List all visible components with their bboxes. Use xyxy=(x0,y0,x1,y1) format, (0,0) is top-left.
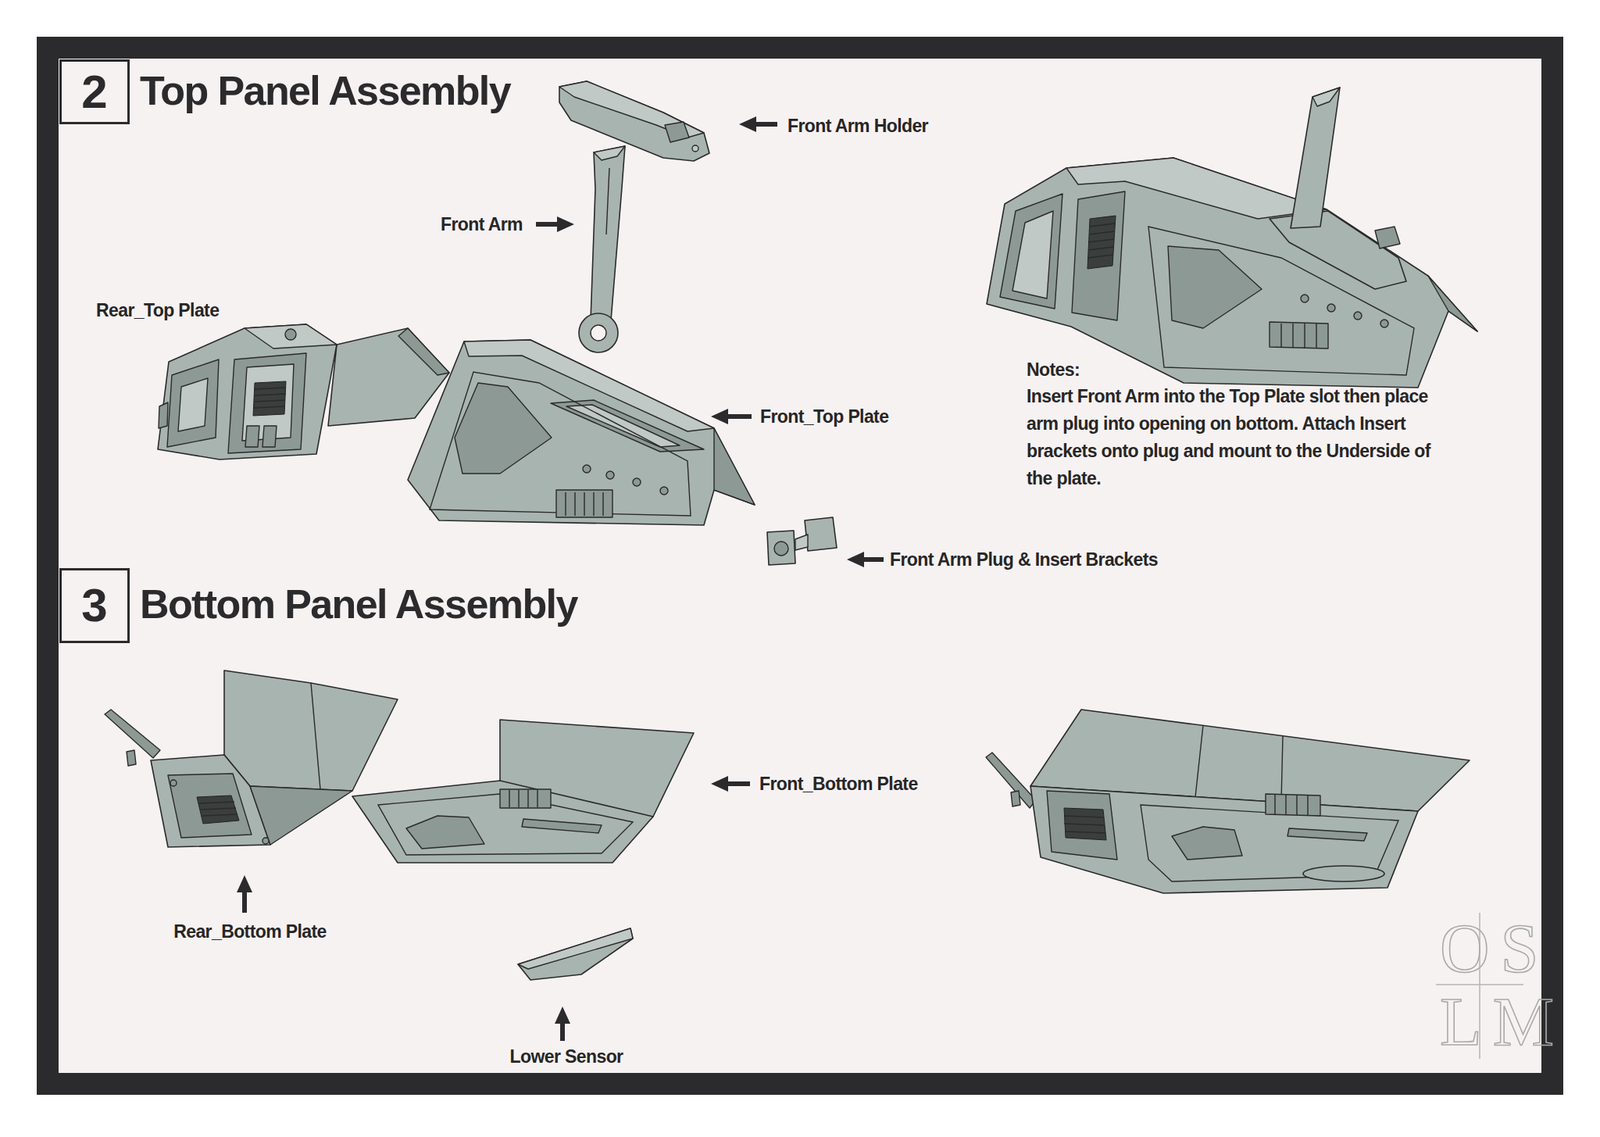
watermark: LM xyxy=(1439,987,1565,1057)
notes-heading: Notes: xyxy=(1026,356,1080,384)
rear-bottom-plate xyxy=(104,670,398,847)
rear-top-plate xyxy=(157,324,450,460)
part-label: Rear_Top Plate xyxy=(96,296,219,325)
part-label: Front Arm xyxy=(440,210,523,239)
assembled-top-panel xyxy=(986,87,1478,388)
part-label: Front Arm Holder xyxy=(787,112,929,140)
step-number-box: 3Bottom Panel Assembly xyxy=(59,567,130,643)
part-label: Rear_Bottom Plate xyxy=(173,917,327,946)
assembled-bottom-panel xyxy=(985,709,1470,893)
step-number: 2 xyxy=(61,68,128,116)
notes-text: Insert Front Arm into the Top Plate slot… xyxy=(1026,382,1455,493)
part-label: Lower Sensor xyxy=(510,1042,624,1071)
section-heading: Top Panel Assembly xyxy=(139,69,511,111)
part-label: Front_Bottom Plate xyxy=(759,770,918,798)
step-number-box: 2Top Panel Assembly xyxy=(59,59,130,125)
step-number: 3 xyxy=(61,582,128,629)
part-label: Front Arm Plug & Insert Brackets xyxy=(889,546,1158,574)
leader-arrows xyxy=(236,116,884,1041)
watermark: OS xyxy=(1439,914,1550,983)
front-top-plate xyxy=(407,339,755,525)
lower-sensor xyxy=(517,928,633,980)
front-bottom-plate xyxy=(352,719,694,863)
section-heading: Bottom Panel Assembly xyxy=(139,583,578,625)
front-arm xyxy=(578,146,625,353)
front-arm-holder xyxy=(559,81,710,161)
part-label: Front_Top Plate xyxy=(760,403,889,431)
front-arm-plug xyxy=(767,517,837,565)
